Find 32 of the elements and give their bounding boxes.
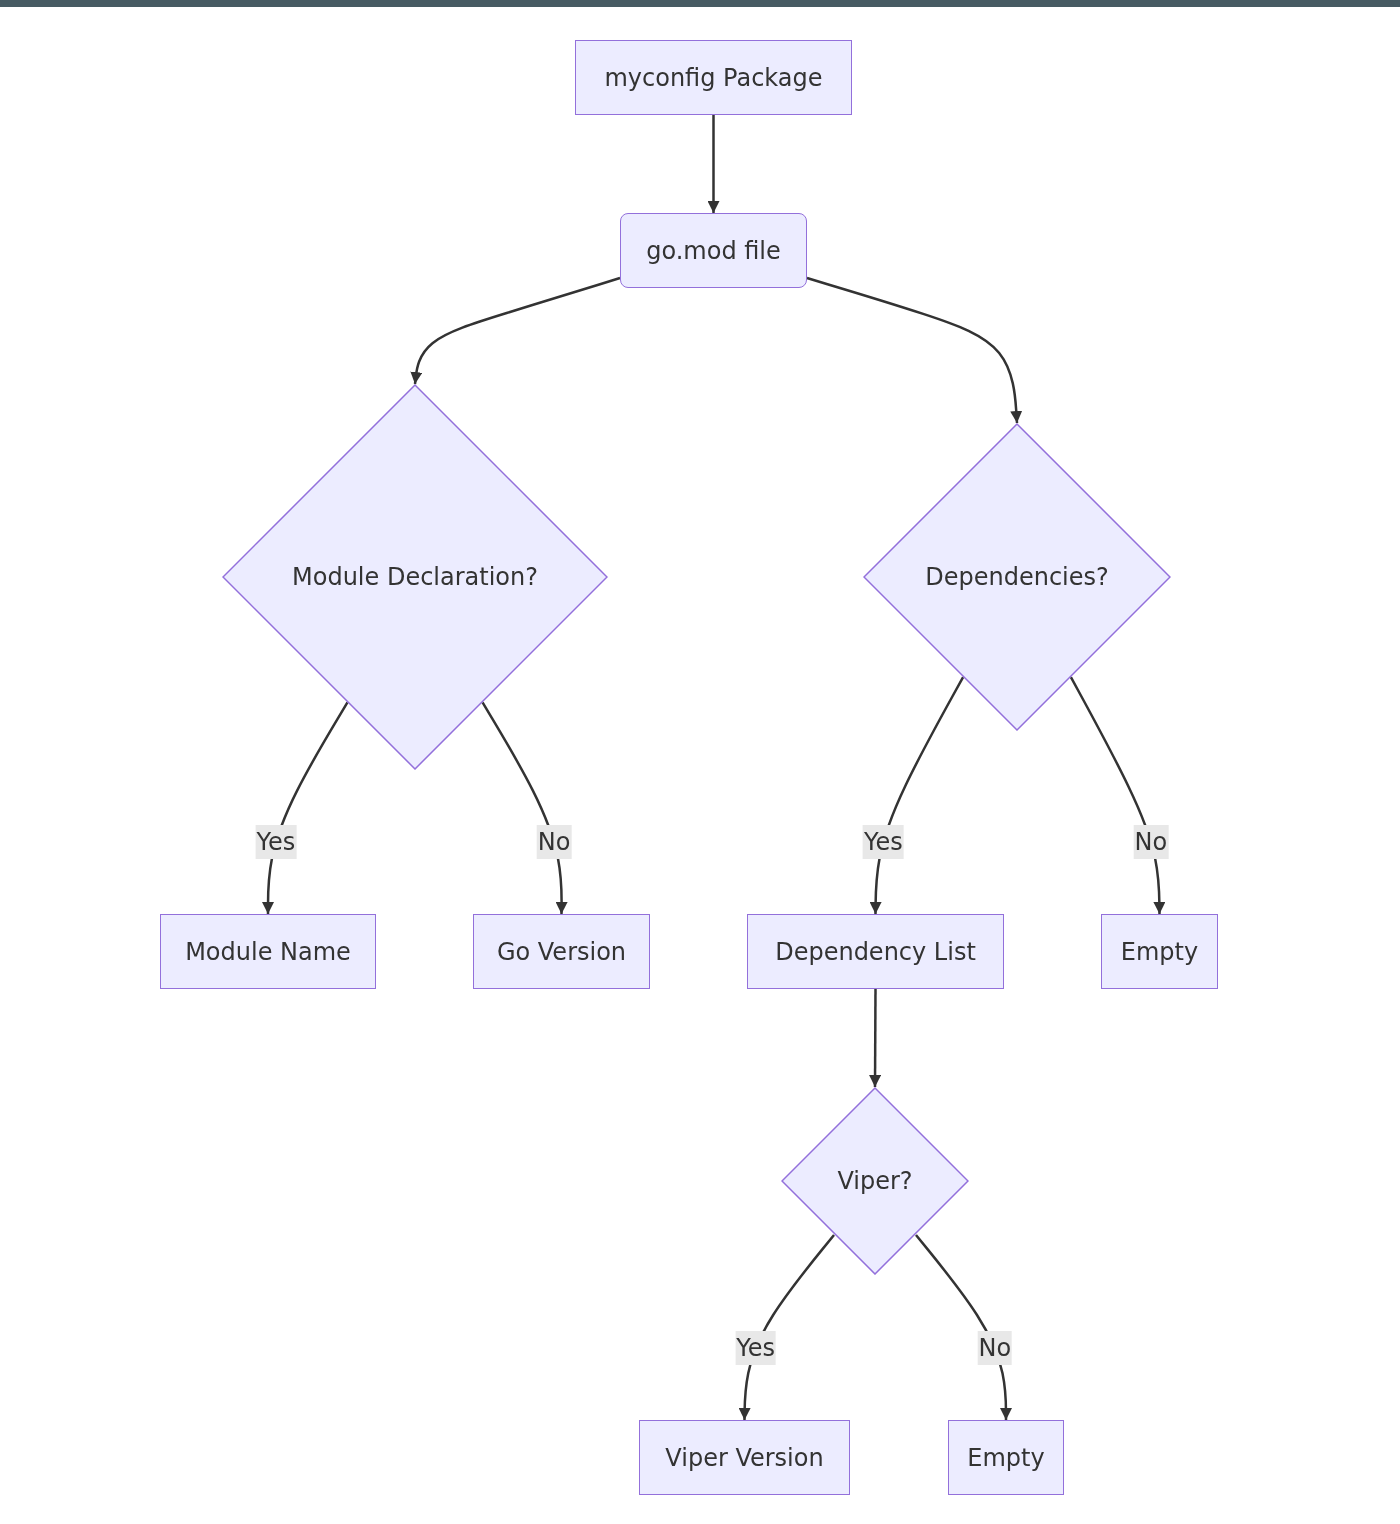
node-label: Go Version: [496, 936, 627, 967]
edge-label: No: [1133, 824, 1169, 859]
arrow: [410, 276, 621, 385]
node-label: myconfig Package: [604, 62, 823, 93]
decision-diamond: [222, 384, 608, 770]
rounded-box: [620, 213, 807, 288]
node-label: Viper Version: [665, 1442, 824, 1473]
decision-diamond: [863, 423, 1171, 731]
process-box: [473, 914, 650, 989]
arrow: [707, 115, 720, 213]
node-label: Dependency List: [775, 936, 976, 967]
node-label: Dependencies?: [925, 562, 1109, 592]
process-box: [639, 1420, 850, 1495]
process-box: [1101, 914, 1218, 989]
edge-label: No: [536, 825, 572, 860]
node-label: Empty: [967, 1442, 1045, 1473]
node-label: Module Declaration?: [292, 562, 538, 592]
decision-diamond: [781, 1087, 969, 1275]
arrow: [806, 276, 1023, 424]
node-label: go.mod file: [646, 235, 781, 266]
process-box: [948, 1420, 1064, 1495]
node-label: Empty: [1120, 936, 1199, 967]
edge-label: Yes: [863, 824, 904, 859]
process-box: [575, 40, 852, 115]
node-label: Viper?: [837, 1166, 913, 1196]
process-box: [747, 914, 1004, 989]
edge-label: Yes: [735, 1331, 777, 1366]
node-label: Module Name: [185, 936, 351, 967]
process-box: [160, 914, 376, 989]
arrow: [869, 989, 882, 1087]
edge-label: Yes: [255, 825, 297, 860]
edge-label: No: [977, 1331, 1013, 1366]
